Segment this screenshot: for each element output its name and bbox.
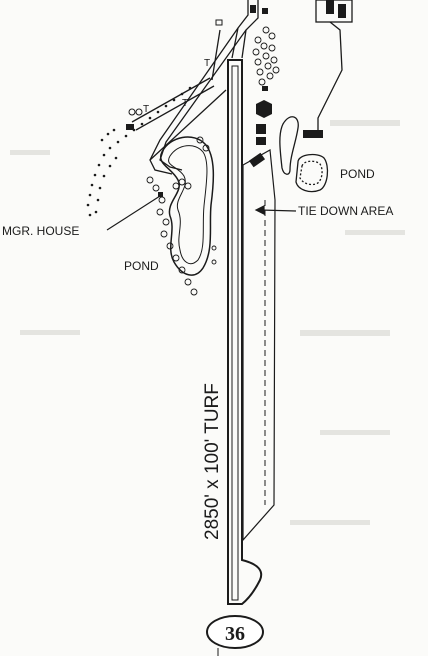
taxiway-marker-3: T [143,104,149,115]
tie-down-area-label: TIE DOWN AREA [298,204,393,218]
marker-circles [128,108,143,116]
runway-end-marker: 36 [206,615,264,656]
access-road [131,0,343,175]
pond-east-label: POND [340,167,375,181]
runway-label: 2850' x 100' TURF [202,383,223,540]
mgr-house-label: MGR. HOUSE [2,224,79,238]
runway [227,59,263,605]
background-texture [10,120,405,525]
tree-clusters [146,26,280,296]
pond-west-label: POND [124,259,159,273]
pond-east [295,153,329,193]
runway-end-number: 36 [225,623,245,645]
label-leaders [106,195,297,231]
drainage-strip [279,116,299,175]
pond-west [159,136,215,276]
taxiway-marker-2: T [182,98,188,109]
buildings [126,0,353,197]
tree-line-west [86,86,192,217]
taxiway-marker-1: T [204,58,210,69]
